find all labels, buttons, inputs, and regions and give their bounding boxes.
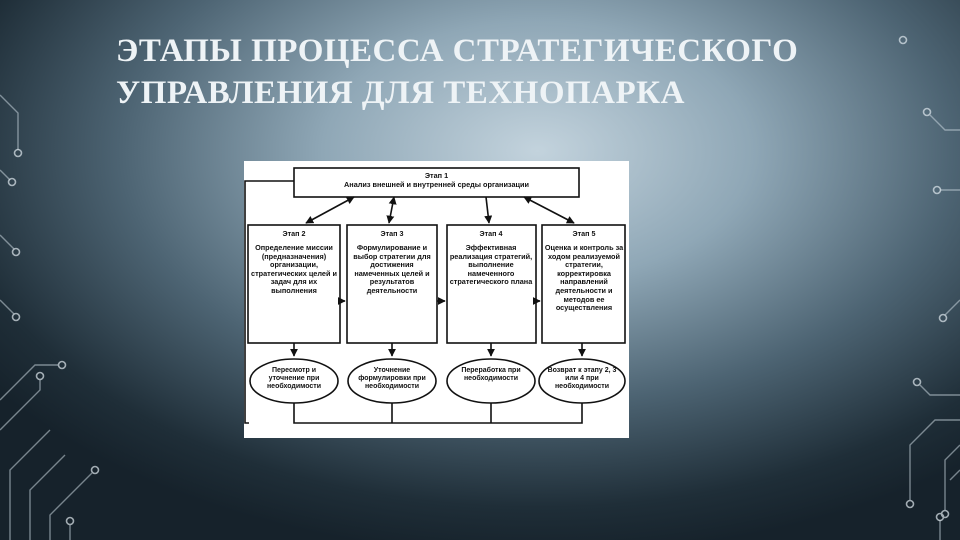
title-line-2: УПРАВЛЕНИЯ ДЛЯ ТЕХНОПАРКА — [116, 75, 685, 111]
feedback-text-1: Пересмотр и уточнение при необходимости — [255, 367, 333, 392]
stage5-title: Этап 5 — [540, 230, 628, 239]
strategic-process-diagram: Этап 1 Анализ внешней и внутренней среды… — [244, 161, 629, 438]
title-line-1: ЭТАПЫ ПРОЦЕССА СТРАТЕГИЧЕСКОГО — [116, 33, 798, 69]
feedback-text-4: Возврат к этапу 2, 3 или 4 при необходим… — [543, 367, 621, 392]
stage4-text: Эффективная реализация стратегий, выполн… — [448, 244, 534, 287]
stage3-title: Этап 3 — [348, 230, 436, 239]
stage3-text: Формулирование и выбор стратегии для дос… — [349, 244, 435, 296]
stage5-text: Оценка и контроль за ходом реализуемой с… — [541, 244, 627, 313]
stage1-text: Анализ внешней и внутренней среды органи… — [294, 181, 579, 190]
slide-title: ЭТАПЫ ПРОЦЕССА СТРАТЕГИЧЕСКОГО УПРАВЛЕНИ… — [116, 30, 876, 114]
feedback-text-3: Переработка при необходимости — [452, 367, 530, 383]
feedback-text-2: Уточнение формулировки при необходимости — [353, 367, 431, 392]
stage4-title: Этап 4 — [447, 230, 535, 239]
stage2-title: Этап 2 — [250, 230, 338, 239]
stage2-text: Определение миссии (предназначения) орга… — [251, 244, 337, 296]
